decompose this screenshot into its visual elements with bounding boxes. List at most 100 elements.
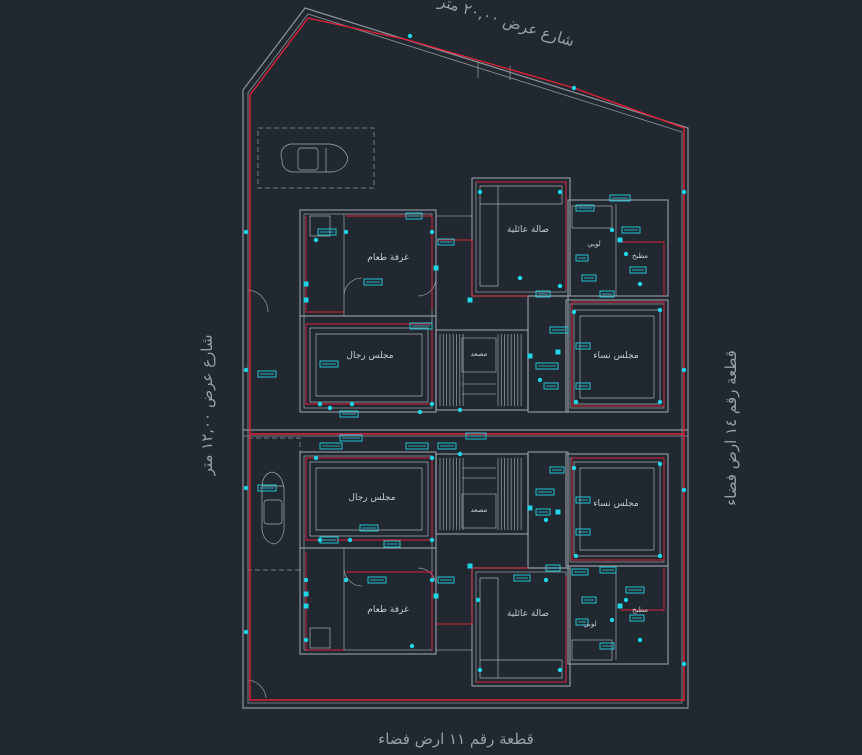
- light-point-icon: [327, 405, 333, 411]
- upper-unit-walls: [299, 177, 669, 413]
- light-point-icon: [349, 401, 355, 407]
- circuit-tag-icon: [599, 290, 615, 298]
- women-majlis-label: مجلس نساء: [593, 499, 639, 509]
- switch-icon: [555, 509, 561, 515]
- light-point-icon: [557, 667, 563, 673]
- light-point-icon: [609, 617, 615, 623]
- lobby-label: لوبي: [587, 240, 601, 248]
- light-point-icon: [243, 629, 249, 635]
- light-point-icon: [681, 189, 687, 195]
- switch-icon: [527, 353, 533, 359]
- electrical-devices: [243, 33, 687, 673]
- circuit-tag-icon: [549, 466, 565, 474]
- light-point-icon: [243, 229, 249, 235]
- site-boundary: [242, 7, 689, 709]
- light-point-icon: [417, 409, 423, 415]
- light-point-icon: [571, 465, 577, 471]
- light-point-icon: [457, 451, 463, 457]
- light-point-icon: [303, 637, 309, 643]
- circuit-tag-icon: [575, 204, 595, 212]
- light-point-icon: [681, 487, 687, 493]
- circuit-tag-icon: [363, 278, 383, 286]
- stair-treads: [439, 334, 522, 530]
- light-point-icon: [657, 307, 663, 313]
- light-point-icon: [571, 309, 577, 315]
- light-point-icon: [557, 189, 563, 195]
- family-hall-label: صالة عائلية: [507, 225, 549, 235]
- furniture: [309, 185, 661, 679]
- lobby-label: لوبي: [583, 620, 597, 628]
- switch-icon: [467, 297, 473, 303]
- lower-unit-walls: [299, 451, 669, 687]
- switch-icon: [433, 265, 439, 271]
- circuit-tag-icon: [317, 228, 337, 236]
- circuit-tag-icon: [575, 528, 591, 536]
- men-majlis-label: مجلس رجال: [346, 351, 393, 361]
- light-point-icon: [557, 283, 563, 289]
- light-point-icon: [517, 275, 523, 281]
- parking-lower: [247, 437, 301, 571]
- circuit-tag-icon: [535, 362, 559, 370]
- dining-room-label: غرفة طعام: [367, 253, 409, 263]
- circuit-tag-icon: [319, 442, 343, 450]
- circuit-tag-icon: [319, 360, 339, 368]
- light-point-icon: [609, 227, 615, 233]
- plot-right-label: قطعة رقم ١٤ ارض فضاء: [722, 350, 740, 506]
- circuit-tag-icon: [625, 586, 645, 594]
- light-point-icon: [637, 637, 643, 643]
- circuit-tag-icon: [575, 342, 591, 350]
- light-point-icon: [623, 597, 629, 603]
- light-point-icon: [429, 401, 435, 407]
- women-majlis-label: مجلس نساء: [593, 351, 639, 361]
- switch-icon: [527, 505, 533, 511]
- circuit-tag-icon: [543, 382, 559, 390]
- circuit-tag-icon: [465, 432, 487, 440]
- light-point-icon: [429, 537, 435, 543]
- circuit-tag-icon: [535, 488, 555, 496]
- lower-unit-labels: غرفة طعام مجلس رجال مجلس نساء صالة عائلي…: [348, 493, 648, 628]
- stairs-label: مصعد: [471, 350, 488, 358]
- switch-icon: [303, 591, 309, 597]
- circuit-tag-icon: [545, 564, 561, 572]
- light-point-icon: [657, 399, 663, 405]
- circuit-tag-icon: [575, 254, 589, 262]
- light-point-icon: [429, 577, 435, 583]
- light-point-icon: [623, 251, 629, 257]
- stairs-label: مصعد: [471, 506, 488, 514]
- circuit-tag-icon: [359, 524, 379, 532]
- circuit-tag-icon: [339, 434, 363, 442]
- circuit-tag-icon: [581, 274, 597, 282]
- upper-unit-labels: غرفة طعام مجلس رجال مجلس نساء صالة عائلي…: [346, 225, 648, 361]
- parking-upper: [257, 127, 375, 189]
- light-point-icon: [681, 367, 687, 373]
- light-point-icon: [409, 643, 415, 649]
- light-point-icon: [543, 517, 549, 523]
- light-point-icon: [573, 399, 579, 405]
- light-point-icon: [543, 577, 549, 583]
- circuit-tag-icon: [535, 508, 551, 516]
- dining-room-label: غرفة طعام: [367, 605, 409, 615]
- circuit-tag-icon: [629, 614, 645, 622]
- lower-stairs: [435, 453, 529, 535]
- plot-bottom-label: قطعة رقم ١١ ارض فضاء: [378, 730, 534, 748]
- switch-icon: [303, 603, 309, 609]
- circuit-tag-icon: [257, 484, 277, 492]
- upper-stairs: [435, 329, 529, 411]
- street-top-label: شارع عرض ٢٠,٠٠ متر: [436, 0, 577, 50]
- circuit-tag-icon: [599, 642, 615, 650]
- kitchen-label: مطبخ: [632, 606, 648, 614]
- light-point-icon: [457, 407, 463, 413]
- light-point-icon: [313, 237, 319, 243]
- circuit-tag-icon: [405, 442, 429, 450]
- light-point-icon: [681, 661, 687, 667]
- light-point-icon: [343, 577, 349, 583]
- switch-icon: [303, 297, 309, 303]
- light-point-icon: [637, 281, 643, 287]
- street-left-label: شارع عرض ١٢,٠٠ متر: [198, 335, 216, 477]
- circuit-tag-icon: [437, 238, 455, 246]
- light-point-icon: [537, 377, 543, 383]
- circuit-tag-icon: [549, 326, 569, 334]
- switch-icon: [617, 603, 623, 609]
- light-point-icon: [429, 229, 435, 235]
- light-point-icon: [657, 461, 663, 467]
